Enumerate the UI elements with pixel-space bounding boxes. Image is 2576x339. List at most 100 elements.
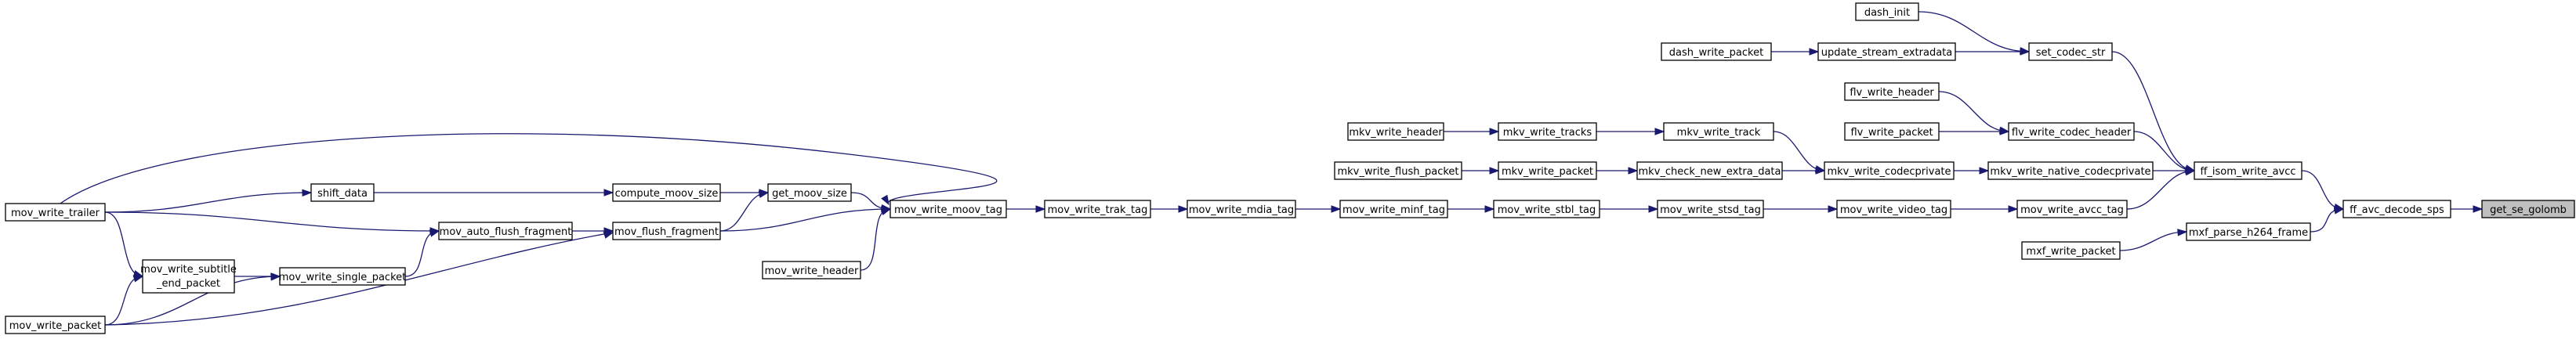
edge-line (104, 211, 143, 277)
node-mov-write-trailer[interactable]: mov_write_trailer (5, 203, 106, 222)
node-box (1657, 200, 1764, 218)
node-label: mkv_write_native_codecprivate (1990, 166, 2150, 178)
node-dash-init[interactable]: dash_init (1855, 2, 1919, 21)
arrowhead (270, 273, 281, 281)
node-mkv-check-new-extra-data[interactable]: mkv_check_new_extra_data (1636, 161, 1783, 180)
arrowhead (1331, 205, 1342, 213)
node-mov-write-avcc-tag[interactable]: mov_write_avcc_tag (2016, 200, 2128, 218)
edge-mkv_write_tracks-to-mkv_write_track (1596, 128, 1665, 135)
node-shift-data[interactable]: shift_data (310, 183, 375, 202)
node-label: flv_write_packet (1850, 127, 1933, 139)
node-compute-moov-size[interactable]: compute_moov_size (612, 183, 721, 202)
node-box (762, 261, 861, 279)
node-box (889, 200, 1007, 218)
edge-mov_write_single_packet-to-mov_auto_flush_fragment (404, 229, 440, 277)
node-mov-write-stsd-tag[interactable]: mov_write_stsd_tag (1657, 200, 1764, 218)
node-mkv-write-codecprivate[interactable]: mkv_write_codecprivate (1824, 161, 1955, 180)
node-label: mov_write_mdia_tag (1189, 204, 1294, 216)
node-mxf-parse-h264-frame[interactable]: mxf_parse_h264_frame (2186, 222, 2311, 241)
node-box (1987, 161, 2154, 180)
node-mkv-write-tracks[interactable]: mkv_write_tracks (1498, 122, 1597, 141)
node-box (1044, 200, 1151, 218)
edge-line (104, 276, 143, 326)
arrowhead (132, 275, 144, 283)
node-label: ff_avc_decode_sps (2350, 204, 2444, 216)
arrowhead (2333, 207, 2345, 215)
node-mkv-write-flush-packet[interactable]: mkv_write_flush_packet (1334, 161, 1462, 180)
node-label: flv_write_codec_header (2012, 127, 2132, 139)
node-box (1636, 161, 1783, 180)
edge-line (104, 276, 281, 326)
node-label: mov_write_stsd_tag (1660, 204, 1761, 216)
node-mkv-write-packet[interactable]: mkv_write_packet (1498, 161, 1597, 180)
edge-mov_write_packet-to-mov_flush_fragment (104, 231, 614, 326)
node-box (1347, 122, 1444, 141)
node-mov-flush-fragment[interactable]: mov_flush_fragment (612, 222, 721, 240)
node-mov-write-minf-tag[interactable]: mov_write_minf_tag (1339, 200, 1448, 218)
node-mov-write-stbl-tag[interactable]: mov_write_stbl_tag (1493, 200, 1600, 218)
arrowhead (1648, 205, 1659, 213)
node-flv-write-header[interactable]: flv_write_header (1844, 82, 1940, 101)
edge-line (2111, 51, 2195, 171)
node-mkv-write-track[interactable]: mkv_write_track (1663, 122, 1774, 141)
node-mov-write-single-packet[interactable]: mov_write_single_packet (279, 267, 407, 286)
node-label: mov_flush_fragment (614, 226, 719, 238)
node-set-codec-str[interactable]: set_codec_str (2028, 42, 2113, 61)
edge-set_codec_str-to-ff_isom_write_avcc (2111, 51, 2196, 172)
node-get-moov-size[interactable]: get_moov_size (767, 183, 852, 202)
arrowhead (1809, 48, 1820, 56)
node-mov-write-mdia-tag[interactable]: mov_write_mdia_tag (1187, 200, 1296, 218)
edge-line (60, 133, 998, 205)
edge-ff_avc_decode_sps-to-get_se_golomb (2450, 205, 2484, 213)
arrowhead (1815, 167, 1826, 175)
node-box (279, 267, 406, 286)
node-label: mov_write_subtitle (140, 264, 237, 276)
nodes-layer: get_se_golomb ff_avc_decode_sps ff_isom_wr… (5, 2, 2575, 334)
node-box (1817, 42, 1956, 61)
edge-line (104, 232, 614, 326)
node-flv-write-codec-header[interactable]: flv_write_codec_header (2008, 122, 2135, 141)
node-mov-write-trak-tag[interactable]: mov_write_trak_tag (1044, 200, 1151, 218)
node-dash-write-packet[interactable]: dash_write_packet (1661, 42, 1772, 61)
node-box (1844, 122, 1940, 141)
edge-mov_write_moov_tag-to-mov_write_trak_tag (1005, 205, 1046, 213)
node-box (1844, 82, 1940, 101)
node-ff-isom-write-avcc[interactable]: ff_isom_write_avcc (2194, 161, 2302, 180)
arrowhead (1489, 167, 1500, 175)
node-label: mov_write_stbl_tag (1498, 204, 1596, 216)
node-box (612, 222, 721, 240)
node-label: mov_write_minf_tag (1342, 204, 1445, 216)
edge-mov_write_video_tag-to-mov_write_avcc_tag (1950, 205, 2019, 213)
node-mov-auto-flush-fragment[interactable]: mov_auto_flush_fragment (438, 222, 573, 240)
node-mov-write-moov-tag[interactable]: mov_write_moov_tag (889, 200, 1007, 218)
arrowhead (603, 231, 614, 239)
arrowhead (1178, 205, 1189, 213)
node-label: mkv_write_codecprivate (1827, 166, 1951, 178)
arrowhead (1489, 128, 1500, 135)
node-get-se-golomb[interactable]: get_se_golomb (2481, 200, 2575, 218)
node-box (2008, 122, 2135, 141)
edge-mov_write_packet-to-mov_write_single_packet (104, 273, 281, 326)
node-mxf-write-packet[interactable]: mxf_write_packet (2021, 241, 2121, 260)
node-mkv-write-header[interactable]: mkv_write_header (1347, 122, 1444, 141)
node-box (1661, 42, 1772, 61)
node-mkv-write-native-codecprivate[interactable]: mkv_write_native_codecprivate (1987, 161, 2154, 180)
node-mov-write-subtitle-end-packet[interactable]: mov_write_subtitle _end_packet (140, 259, 237, 294)
node-mov-write-video-tag[interactable]: mov_write_video_tag (1836, 200, 1951, 218)
node-label: flv_write_header (1850, 87, 1934, 99)
edge-mov_write_trailer-to-shift_data (104, 189, 313, 213)
node-label: mov_write_moov_tag (894, 204, 1002, 216)
edge-mov_flush_fragment-to-get_moov_size (719, 190, 770, 232)
edge-ff_isom_write_avcc-to-ff_avc_decode_sps (2301, 170, 2345, 211)
node-update-stream-extradata[interactable]: update_stream_extradata (1817, 42, 1956, 61)
edge-mov_write_trak_tag-to-mov_write_mdia_tag (1150, 205, 1189, 213)
node-mov-write-header[interactable]: mov_write_header (762, 261, 861, 279)
node-label-line2: _end_packet (156, 278, 220, 290)
node-mov-write-packet[interactable]: mov_write_packet (5, 316, 106, 334)
node-flv-write-packet[interactable]: flv_write_packet (1844, 122, 1940, 141)
node-box (5, 316, 106, 334)
node-ff-avc-decode-sps[interactable]: ff_avc_decode_sps (2342, 200, 2451, 218)
node-label: mkv_write_packet (1502, 166, 1593, 178)
edge-mov_write_stsd_tag-to-mov_write_video_tag (1763, 205, 1839, 213)
node-box (1836, 200, 1951, 218)
